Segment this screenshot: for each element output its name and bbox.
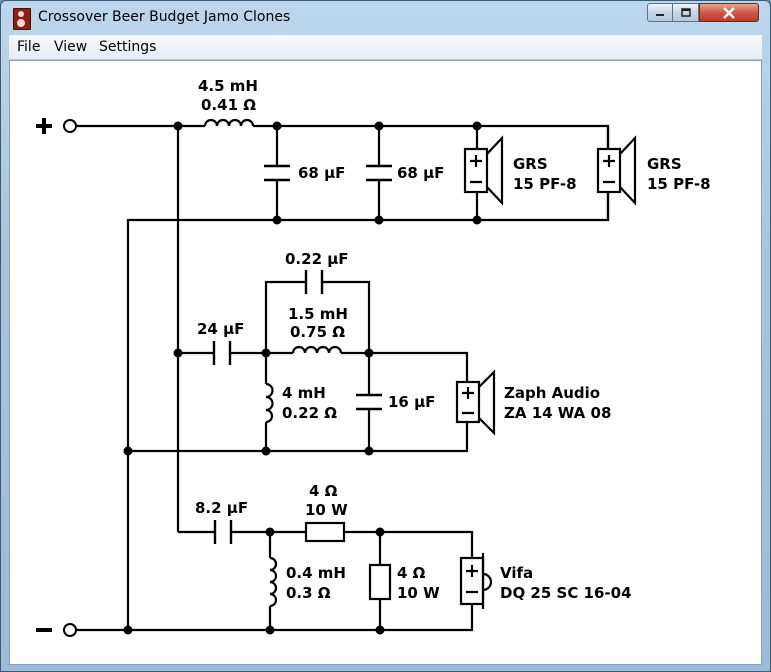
close-icon xyxy=(723,6,735,19)
c4-capacitor xyxy=(212,341,232,365)
c4-label: 24 µF xyxy=(197,320,244,338)
minimize-icon xyxy=(656,13,664,16)
maximize-icon xyxy=(680,7,691,17)
c6-capacitor xyxy=(213,520,233,544)
l4-inductance-label: 0.4 mH xyxy=(286,564,346,582)
wires xyxy=(75,124,610,632)
plus-sign-icon xyxy=(36,118,52,134)
close-button[interactable] xyxy=(699,3,759,22)
capacitors xyxy=(212,164,392,544)
l2-inductor xyxy=(291,345,343,354)
tweeter-model-label: DQ 25 SC 16-04 xyxy=(500,584,632,602)
l3-inductance-label: 4 mH xyxy=(282,384,326,402)
r1-power-label: 10 W xyxy=(305,501,348,519)
resistors xyxy=(304,521,392,601)
plus-terminal xyxy=(63,119,77,133)
midrange-model-label: ZA 14 WA 08 xyxy=(504,404,611,422)
title-bar[interactable]: Crossover Beer Budget Jamo Clones xyxy=(1,1,770,35)
woofer2-brand-label: GRS xyxy=(647,155,682,173)
speaker-app-icon xyxy=(13,8,31,30)
tweeter-brand-label: Vifa xyxy=(500,564,533,582)
r2-resistance-label: 4 Ω xyxy=(397,564,426,582)
menu-file[interactable]: File xyxy=(17,39,41,55)
c1-label: 68 µF xyxy=(298,164,345,182)
c3-label: 0.22 µF xyxy=(285,250,349,268)
menu-bar: File View Settings xyxy=(9,35,762,60)
input-terminals xyxy=(36,118,77,637)
c3-capacitor xyxy=(304,270,324,294)
maximize-button[interactable] xyxy=(673,3,699,22)
junction-dots xyxy=(123,121,482,635)
menu-settings[interactable]: Settings xyxy=(99,39,157,55)
r2-resistor xyxy=(368,563,392,601)
menu-view[interactable]: View xyxy=(54,39,88,55)
r1-resistance-label: 4 Ω xyxy=(309,482,338,500)
woofer2-model-label: 15 PF-8 xyxy=(647,175,711,193)
crossover-schematic: 4.5 mH 0.41 Ω 68 µF 68 µF GRS 15 PF-8 GR… xyxy=(36,77,711,637)
midrange-driver xyxy=(455,369,496,436)
r2-power-label: 10 W xyxy=(397,584,440,602)
c2-capacitor xyxy=(366,164,392,182)
l2-inductance-label: 1.5 mH xyxy=(288,305,348,323)
l2-resistance-label: 0.75 Ω xyxy=(290,323,345,341)
tweeter-driver xyxy=(459,553,493,609)
window-title: Crossover Beer Budget Jamo Clones xyxy=(38,9,291,25)
c5-capacitor xyxy=(356,393,382,411)
woofer1-driver xyxy=(463,135,504,206)
midrange-brand-label: Zaph Audio xyxy=(504,384,600,402)
woofer2-driver xyxy=(596,135,637,206)
woofer1-model-label: 15 PF-8 xyxy=(513,175,577,193)
schematic-canvas: 4.5 mH 0.41 Ω 68 µF 68 µF GRS 15 PF-8 GR… xyxy=(9,60,762,665)
c5-label: 16 µF xyxy=(388,393,435,411)
c1-capacitor xyxy=(264,164,290,182)
l4-resistance-label: 0.3 Ω xyxy=(286,584,331,602)
woofer1-brand-label: GRS xyxy=(513,155,548,173)
l4-inductor xyxy=(269,556,278,608)
l3-inductor xyxy=(265,382,274,424)
l1-inductance-label: 4.5 mH xyxy=(198,77,258,95)
l3-resistance-label: 0.22 Ω xyxy=(282,404,337,422)
inductors xyxy=(203,118,343,608)
minus-terminal xyxy=(63,623,77,637)
l1-inductor xyxy=(203,118,255,127)
r1-resistor xyxy=(304,521,346,543)
l1-resistance-label: 0.41 Ω xyxy=(201,96,256,114)
c6-label: 8.2 µF xyxy=(195,499,248,517)
minimize-button[interactable] xyxy=(647,3,673,22)
c2-label: 68 µF xyxy=(397,164,444,182)
